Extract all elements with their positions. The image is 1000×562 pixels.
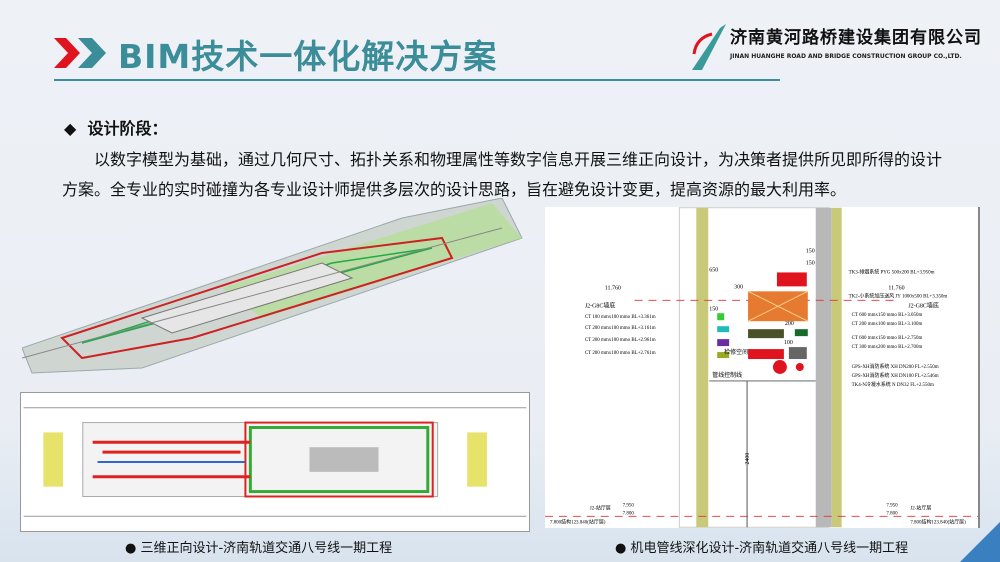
pipe-label: CT 600 mmx150 mmo BL+2.750m [852, 336, 923, 341]
pipe-label: TK3-排烟系统 PYG 500x200 BL+3.950m [849, 268, 935, 275]
dim-2400: 2400 [745, 453, 751, 465]
company-name-cn: 济南黄河路桥建设集团有限公司 [730, 28, 982, 48]
title-divider [54, 79, 780, 81]
caption-left: ● 三维正向设计-济南轨道交通八号线一期工程 [125, 541, 393, 556]
pipe-label: TK2-小系统加压送风 JY 1000x500 BL+3.350m [849, 292, 948, 299]
floor-label: J2-站厅层 [590, 504, 611, 511]
pipe-label: TK4-N冷凝水系统 N DN32 FL+2.550m [852, 381, 934, 388]
pipe-label: CT 100 mmx100 mmo BL+3.361m [585, 315, 656, 320]
wall-label-right: J2-G8C墙底 [908, 301, 939, 309]
dim-300: 300 [734, 284, 743, 290]
elev-bottom: 7.950 [886, 503, 898, 508]
struct-label: 7.800结构123.840(站厅层) [910, 518, 966, 525]
caption-left-text: 三维正向设计-济南轨道交通八号线一期工程 [140, 541, 393, 556]
section-paragraph: 以数字模型为基础，通过几何尺寸、拓扑关系和物理属性等数字信息开展三维正向设计，为… [62, 150, 943, 199]
pipe-label: CT 200 mmx100 mmo BL+2.961m [585, 338, 656, 343]
corner-decoration [960, 522, 1000, 562]
chevron-icon [54, 38, 106, 68]
elev-top-right: 11.760 [888, 285, 904, 291]
pipe-label: CT 300 mmx200 mmo BL+2.700m [852, 345, 923, 350]
floor-label: J2-站厅层 [910, 504, 931, 511]
section-heading-text: 设计阶段： [87, 119, 168, 138]
company-logo-icon [692, 24, 726, 70]
company-name-en: JINAN HUANGHE ROAD AND BRIDGE CONSTRUCTI… [730, 53, 962, 60]
pipe-label: CT 200 mmx100 mmo BL+2.761m [585, 351, 656, 356]
caption-right: ● 机电管线深化设计-济南轨道交通八号线一期工程 [615, 541, 909, 556]
pipe-label: GPS-XH消防系统 XH DN100 FL+2.546m [852, 372, 939, 379]
section-heading: ◆ 设计阶段： [64, 119, 168, 138]
pipe-label: CT 600 mmx150 mmo BL+3.050m [852, 313, 923, 318]
wall-label-left: J2-G8C墙底 [585, 301, 616, 309]
dim-150: 150 [709, 306, 718, 312]
struct-label: 7.800结构123.840(站厅层) [550, 518, 606, 525]
pipe-label: CT 200 mmx100 mmo BL+3.100m [852, 322, 923, 327]
bim-plan-view-image [20, 392, 530, 532]
dim-650: 650 [709, 267, 718, 273]
elev-bottom: 7.800 [623, 511, 635, 516]
mep-section-drawing: 650 300 150 150 150 200 100 2400 11.760 … [545, 207, 980, 528]
dim-150: 150 [806, 260, 815, 266]
elev-bottom: 7.800 [886, 511, 898, 516]
caption-right-text: 机电管线深化设计-济南轨道交通八号线一期工程 [630, 541, 909, 556]
page-title: BIM技术一体化解决方案 [118, 37, 498, 76]
dim-200: 200 [785, 321, 794, 327]
control-line-label: 管线控制线 [712, 371, 742, 379]
elev-top-left: 11.760 [605, 285, 621, 291]
pipe-label: GPS-XH消防系统 XH DN200 FL+2.550m [852, 363, 939, 370]
dim-100: 100 [784, 340, 793, 346]
dim-150: 150 [806, 249, 815, 255]
bim-3d-model-image [22, 198, 523, 374]
elev-bottom: 7.950 [623, 503, 635, 508]
maintenance-space-label: 检修空间 [724, 348, 748, 356]
pipe-label: CT 200 mmx100 mmo BL+3.161m [585, 326, 656, 331]
